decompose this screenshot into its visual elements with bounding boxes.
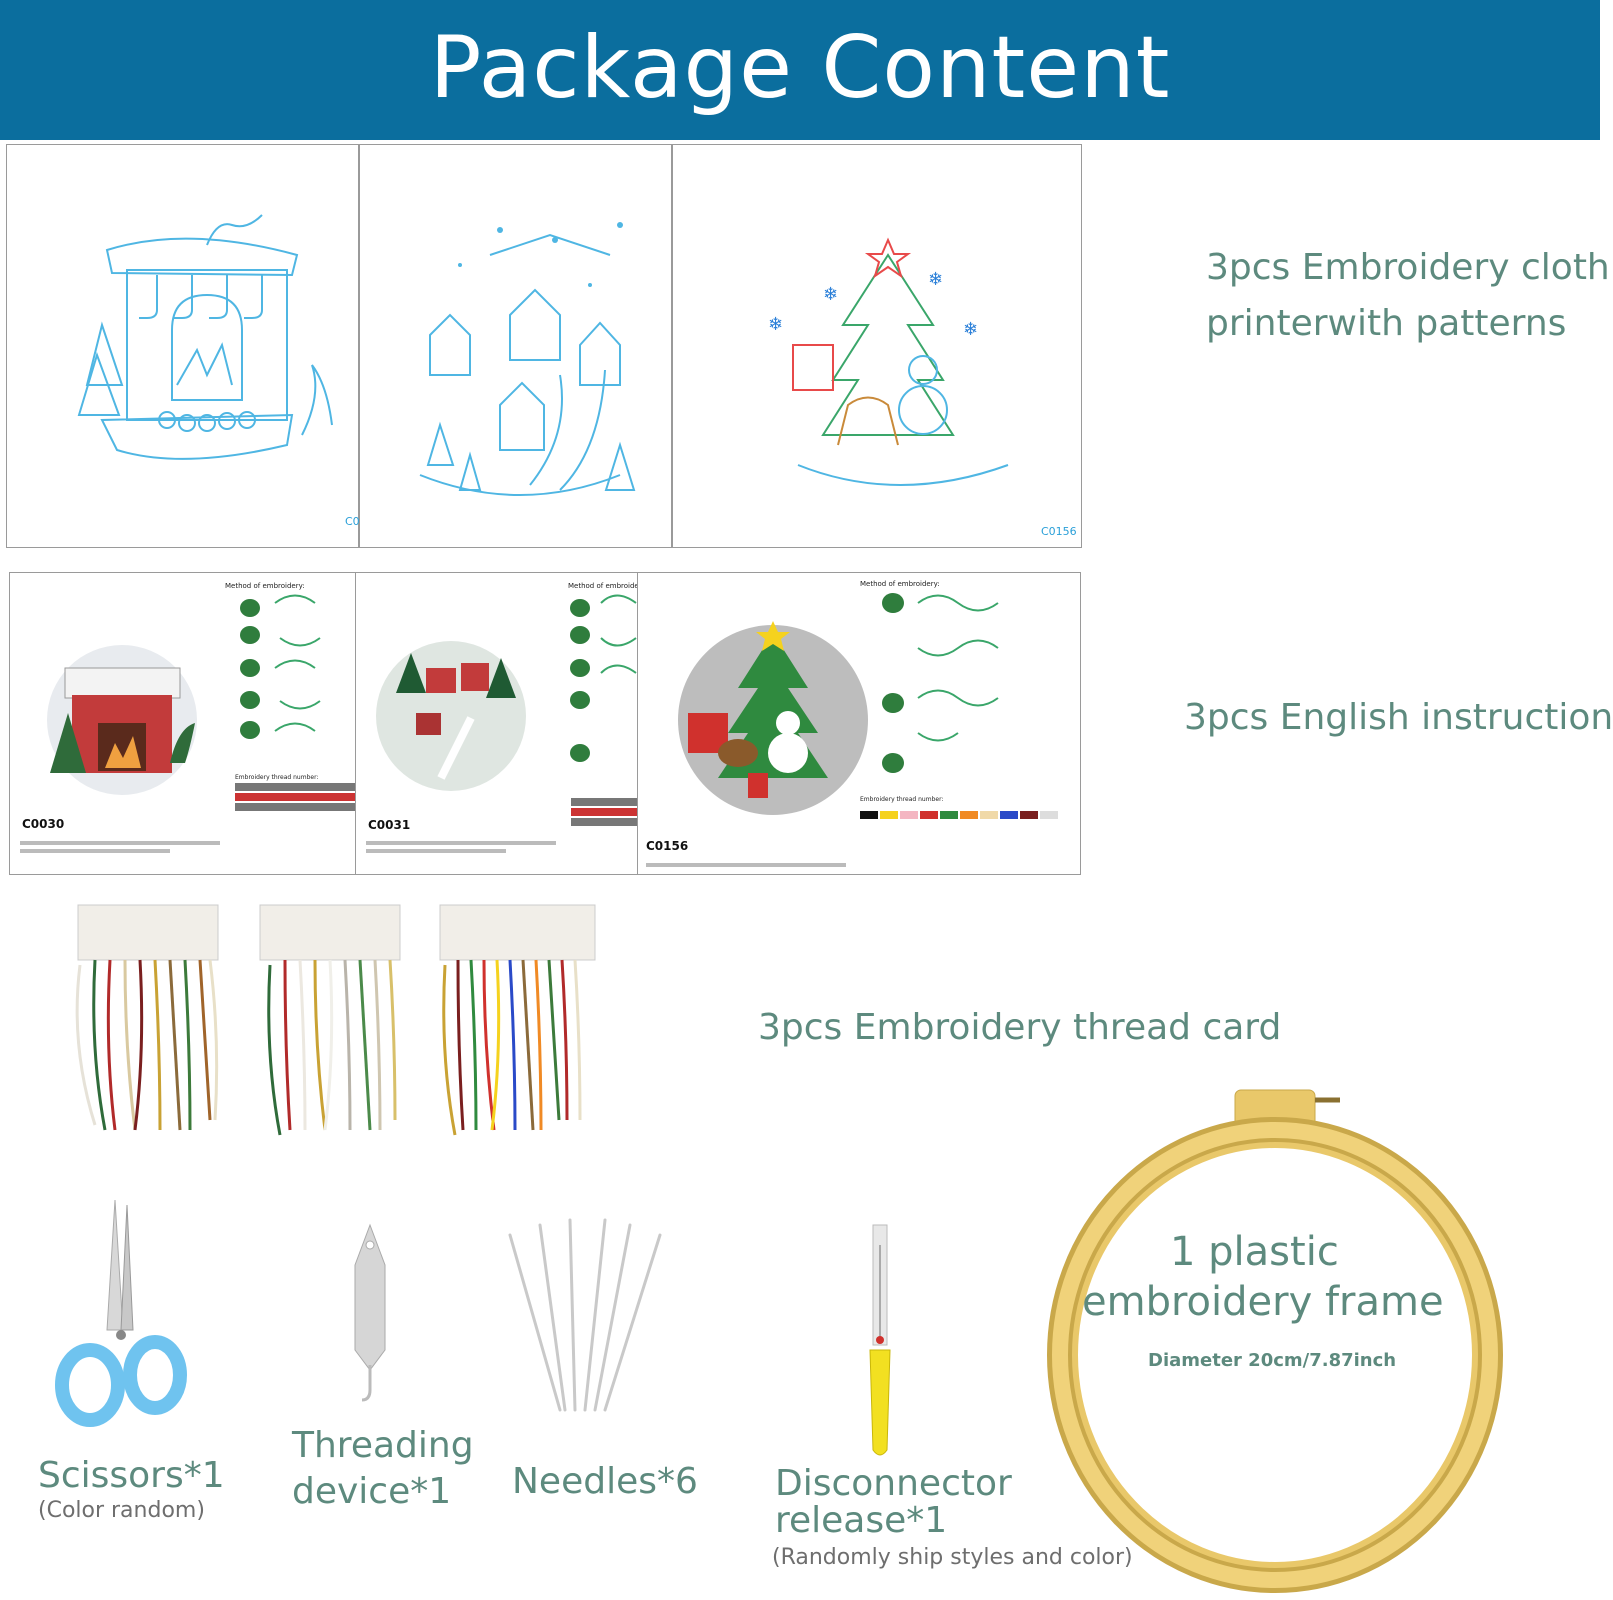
svg-text:❄: ❄ [768, 314, 783, 335]
thread-card-2 [250, 904, 420, 1155]
cloth-panel-fireplace: C0 [6, 144, 360, 548]
fireplace-pattern-image: C0 [77, 214, 360, 528]
instruction-label: 3pcs English instruction [1184, 697, 1613, 738]
cloth-code-2: C0156 [1041, 525, 1077, 538]
thread-card-3-image [439, 904, 596, 1136]
instruction-code-2: C0031 [368, 818, 410, 832]
disconnector-note: (Randomly ship styles and color) [772, 1545, 1133, 1570]
svg-text:❄: ❄ [928, 269, 943, 290]
thread-card-1-image [75, 904, 219, 1131]
thread-title-1: Embroidery thread number: [235, 774, 318, 781]
thread-card-3 [430, 904, 600, 1155]
tree-pattern-image: ❄ ❄ ❄ ❄ C0156 [768, 237, 1077, 538]
cloth-panel-tree: ❄ ❄ ❄ ❄ C0156 [672, 144, 1082, 548]
instruction-sheet-1-image: Method of embroidery: Embroidery thread … [20, 582, 355, 853]
disconnector-label-line1: Disconnector [775, 1463, 1012, 1504]
instruction-sheet-3-image: Method of embroidery: Embroidery thread … [646, 580, 1058, 867]
svg-text:❄: ❄ [823, 284, 838, 305]
scissors-note: (Color random) [38, 1498, 205, 1523]
frame-label-line2: embroidery frame [1082, 1279, 1444, 1325]
village-pattern-image [419, 222, 636, 496]
disconnector-image [855, 1224, 905, 1460]
disconnector-label-line2: release*1 [775, 1500, 948, 1541]
scissors-image [55, 1199, 190, 1430]
page-title: Package Content [429, 18, 1171, 118]
needles-label: Needles*6 [512, 1461, 698, 1502]
instruction-sheet-3: Method of embroidery: Embroidery thread … [637, 572, 1081, 875]
needles-image [500, 1215, 670, 1415]
thread-card-2-image [259, 904, 401, 1136]
frame-label-line1: 1 plastic [1170, 1229, 1339, 1275]
method-title-2: Method of embroidery: [568, 582, 648, 590]
threader-image [340, 1223, 400, 1410]
instruction-sheet-1: Method of embroidery: Embroidery thread … [9, 572, 363, 875]
instruction-sheet-2-image: Method of embroidery: C0031 [366, 582, 648, 853]
embroidery-hoop-image [1045, 1085, 1505, 1595]
header-banner: Package Content [0, 0, 1600, 140]
instruction-code-1: C0030 [22, 817, 64, 831]
cloth-label-line1: 3pcs Embroidery cloth [1206, 247, 1610, 288]
cloth-code-1: C0 [345, 515, 360, 528]
method-title-1: Method of embroidery: [225, 582, 305, 590]
instruction-sheet-2: Method of embroidery: C0031 [355, 572, 648, 875]
thread-card-label: 3pcs Embroidery thread card [758, 1007, 1282, 1048]
thread-title-3: Embroidery thread number: [860, 796, 943, 803]
instruction-code-3: C0156 [646, 839, 688, 853]
cloth-panel-village [359, 144, 672, 548]
cloth-label-line2: printerwith patterns [1206, 303, 1567, 344]
method-title-3: Method of embroidery: [860, 580, 940, 588]
threader-label-line2: device*1 [292, 1471, 452, 1512]
scissors-label: Scissors*1 [38, 1455, 225, 1496]
frame-diameter: Diameter 20cm/7.87inch [1148, 1350, 1397, 1371]
threader-label-line1: Threading [292, 1425, 474, 1466]
thread-card-1 [60, 904, 230, 1155]
svg-text:❄: ❄ [963, 319, 978, 340]
